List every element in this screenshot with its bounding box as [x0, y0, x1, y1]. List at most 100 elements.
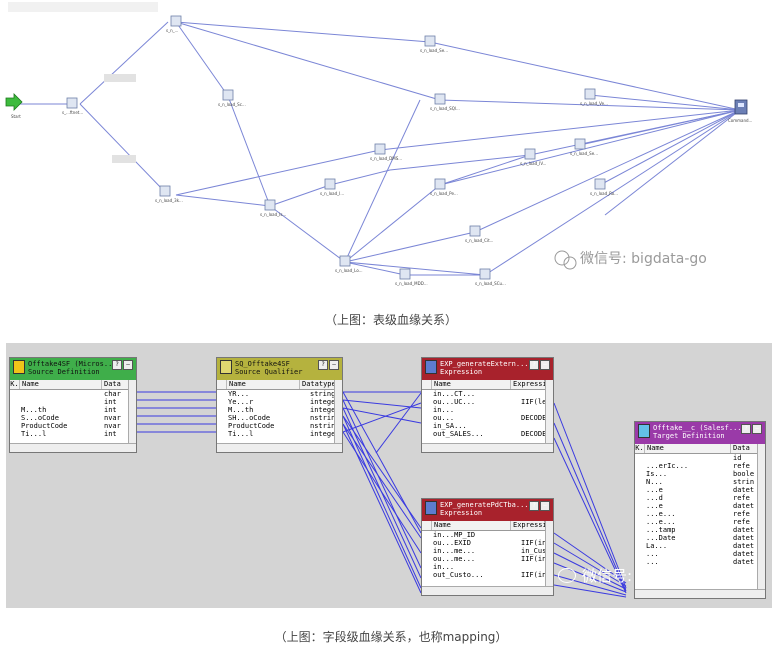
horizontal-scrollbar[interactable]	[422, 586, 553, 595]
horizontal-scrollbar[interactable]	[10, 443, 136, 452]
expression-panel-2[interactable]: EXP_generatePdCTba...Expression ?– Name …	[421, 498, 554, 596]
field-row[interactable]: ...e...refe	[635, 510, 765, 518]
field-row[interactable]: char	[10, 390, 136, 398]
field-row[interactable]: La...datet	[635, 542, 765, 550]
minimize-button[interactable]: –	[123, 360, 133, 370]
vertical-scrollbar[interactable]	[128, 380, 136, 444]
field-name: ...e	[646, 502, 663, 510]
horizontal-scrollbar[interactable]	[635, 589, 765, 598]
redacted-label	[112, 155, 136, 163]
field-row[interactable]: in_SA...	[422, 422, 553, 430]
field-row[interactable]: ...datet	[635, 550, 765, 558]
session-node[interactable]: s_n_load_SCu...	[475, 268, 506, 286]
field-row[interactable]: in...	[422, 406, 553, 414]
field-row[interactable]: N...strin	[635, 478, 765, 486]
start-node[interactable]: Start	[5, 93, 23, 119]
target-definition-header[interactable]: Offtake__c (Salesf...Target Definition ?…	[635, 422, 765, 444]
session-node[interactable]: s_n_load_Se...	[420, 35, 448, 53]
session-node[interactable]: s_n_...	[166, 15, 182, 33]
field-row[interactable]: ProductCode nstring	[217, 422, 342, 430]
field-row[interactable]: ...erIc...refe	[635, 462, 765, 470]
help-button[interactable]: ?	[741, 424, 751, 434]
minimize-button[interactable]: –	[329, 360, 339, 370]
field-row[interactable]: in...CT...	[422, 390, 553, 398]
field-row[interactable]: ou...me...IIF(in_(	[422, 555, 553, 563]
field-type: datet	[733, 526, 755, 534]
expression-1-header[interactable]: EXP_generateExtern...Expression ?–	[422, 358, 553, 380]
session-node[interactable]: s_n_load_Se...	[570, 138, 598, 156]
field-row[interactable]: id	[635, 454, 765, 462]
session-node[interactable]: s_n_load_Ro...	[590, 178, 618, 196]
session-nodes: s_...ftnet... s_n_... s_n_load_Sc... s_n_lo…	[62, 15, 618, 286]
vertical-scrollbar[interactable]	[545, 521, 553, 587]
target-definition-panel[interactable]: Offtake__c (Salesf...Target Definition ?…	[634, 421, 766, 599]
column-header-row: Name Expressi	[422, 380, 553, 390]
field-row[interactable]: int	[10, 398, 136, 406]
field-row[interactable]: ou...UC...IIF(len(	[422, 398, 553, 406]
mapping-canvas[interactable]: Offtake4SF (Micros...Source Definition ?…	[6, 343, 772, 608]
field-row[interactable]: ...e...refe	[635, 518, 765, 526]
session-node[interactable]: s_n_load_Sc...	[218, 89, 246, 107]
expression-panel-1[interactable]: EXP_generateExtern...Expression ?– Name …	[421, 357, 554, 453]
field-row[interactable]: ou...DECODE((	[422, 414, 553, 422]
session-node[interactable]: s_n_load_3k...	[155, 185, 183, 203]
field-row[interactable]: in...	[422, 563, 553, 571]
source-definition-header[interactable]: Offtake4SF (Micros...Source Definition ?…	[10, 358, 136, 380]
session-node[interactable]: s_n_load_DMS...	[370, 143, 402, 161]
session-node[interactable]: s_n_load_MDD...	[395, 268, 428, 286]
help-button[interactable]: ?	[529, 501, 539, 511]
field-name: ProductCode	[228, 422, 275, 430]
field-row[interactable]: ...datet	[635, 558, 765, 566]
horizontal-scrollbar[interactable]	[217, 443, 342, 452]
session-node[interactable]: s_n_load_Cit...	[465, 225, 493, 243]
minimize-button[interactable]: –	[752, 424, 762, 434]
field-row[interactable]: in...me...in_Custo	[422, 547, 553, 555]
vertical-scrollbar[interactable]	[545, 380, 553, 444]
session-node[interactable]: s_n_load_Ve...	[580, 88, 608, 106]
source-table-icon	[13, 360, 25, 374]
horizontal-scrollbar[interactable]	[422, 443, 553, 452]
source-qualifier-subtitle: Source Qualifier	[235, 368, 303, 376]
field-row[interactable]: in...MP_ID	[422, 531, 553, 539]
session-node[interactable]: s_n_load_I...	[320, 178, 344, 196]
session-node[interactable]: s_n_load_Pe...	[430, 178, 458, 196]
field-row[interactable]: YR...string	[217, 390, 342, 398]
help-button[interactable]: ?	[529, 360, 539, 370]
field-type: nstring	[310, 422, 340, 430]
session-node[interactable]: s_n_load_Lo...	[335, 255, 363, 273]
minimize-button[interactable]: –	[540, 360, 550, 370]
help-button[interactable]: ?	[112, 360, 122, 370]
vertical-scrollbar[interactable]	[757, 444, 765, 590]
end-node[interactable]: Command...	[728, 99, 752, 123]
field-row[interactable]: Is...boole	[635, 470, 765, 478]
expression-2-header[interactable]: EXP_generatePdCTba...Expression ?–	[422, 499, 553, 521]
expression-2-subtitle: Expression	[440, 509, 483, 517]
session-node[interactable]: s_n_load_Is...	[260, 199, 286, 217]
vertical-scrollbar[interactable]	[334, 380, 342, 444]
field-row[interactable]: out_SALES...DECODE((	[422, 430, 553, 438]
source-definition-panel[interactable]: Offtake4SF (Micros...Source Definition ?…	[9, 357, 137, 453]
field-name: out_Custo...	[433, 571, 484, 579]
field-row[interactable]: out_Custo...IIF(in_(	[422, 571, 553, 579]
session-node[interactable]: s_n_load_SQl...	[430, 93, 460, 111]
session-node[interactable]: s_...ftnet...	[62, 97, 83, 115]
session-node[interactable]: s_n_load_IV...	[520, 148, 546, 166]
minimize-button[interactable]: –	[540, 501, 550, 511]
help-button[interactable]: ?	[318, 360, 328, 370]
